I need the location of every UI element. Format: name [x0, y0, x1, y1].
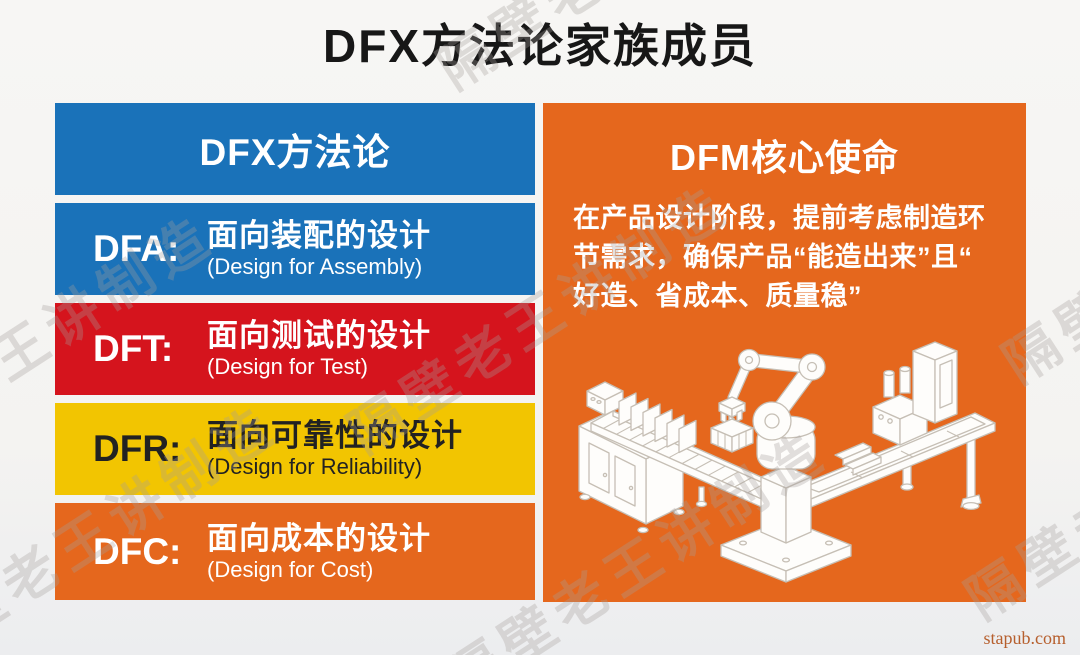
dfa-desc: 面向装配的设计 (Design for Assembly) [207, 218, 431, 280]
dfm-mission-line-3: 好造、省成本、质量稳” [573, 281, 862, 311]
factory-illustration [578, 341, 996, 583]
dfm-panel: DFM核心使命 在产品设计阶段，提前考虑制造环 节需求，确保产品“能造出来”且“… [543, 103, 1026, 602]
machine-cabinet-icon [912, 341, 958, 424]
dft-desc: 面向测试的设计 (Design for Test) [207, 318, 431, 380]
belt-items-icon [834, 442, 882, 476]
belt-conveyor-icon [790, 412, 996, 511]
dft-zh-label: 面向测试的设计 [207, 318, 431, 353]
dfa-en-label: (Design for Assembly) [207, 254, 423, 279]
dfa-abbr: DFA: [93, 228, 180, 269]
dfr-abbr: DFR: [93, 428, 182, 469]
gripper-box-icon [710, 418, 754, 453]
page-title: DFX方法论家族成员 [323, 20, 757, 72]
dfa-zh-label: 面向装配的设计 [207, 218, 431, 253]
dfx-panel: DFX方法论 DFA: 面向装配的设计 (Design for Assembly… [55, 103, 535, 600]
dfm-mission-text: 在产品设计阶段，提前考虑制造环 节需求，确保产品“能造出来”且“ 好造、省成本、… [573, 199, 1003, 316]
row-dfc: DFC: 面向成本的设计 (Design for Cost) [55, 503, 535, 600]
dfc-desc: 面向成本的设计 (Design for Cost) [207, 521, 431, 583]
dft-abbr: DFT: [93, 328, 174, 369]
dfc-en-label: (Design for Cost) [207, 556, 374, 582]
stacked-plates-icon [618, 392, 697, 454]
robot-arm-icon [718, 348, 852, 583]
dft-en-label: (Design for Test) [207, 354, 368, 379]
dfx-panel-header: DFX方法论 [55, 103, 535, 195]
dfm-mission-line-1: 在产品设计阶段，提前考虑制造环 [573, 203, 986, 233]
dfr-zh-label: 面向可靠性的设计 [207, 418, 463, 453]
dfr-en-label: (Design for Reliability) [207, 454, 423, 479]
row-dfa: DFA: 面向装配的设计 (Design for Assembly) [55, 203, 535, 295]
dfm-mission-line-2: 节需求，确保产品“能造出来”且“ [573, 242, 973, 272]
dfc-abbr: DFC: [93, 530, 182, 572]
row-dfr: DFR: 面向可靠性的设计 (Design for Reliability) [55, 403, 535, 495]
dfr-desc: 面向可靠性的设计 (Design for Reliability) [207, 418, 463, 480]
parts-box-icon [586, 381, 624, 416]
site-credit: stapub.com [983, 628, 1067, 648]
dfm-panel-header: DFM核心使命 [670, 137, 899, 178]
row-dft: DFT: 面向测试的设计 (Design for Test) [55, 303, 535, 395]
dfc-zh-label: 面向成本的设计 [207, 520, 431, 556]
